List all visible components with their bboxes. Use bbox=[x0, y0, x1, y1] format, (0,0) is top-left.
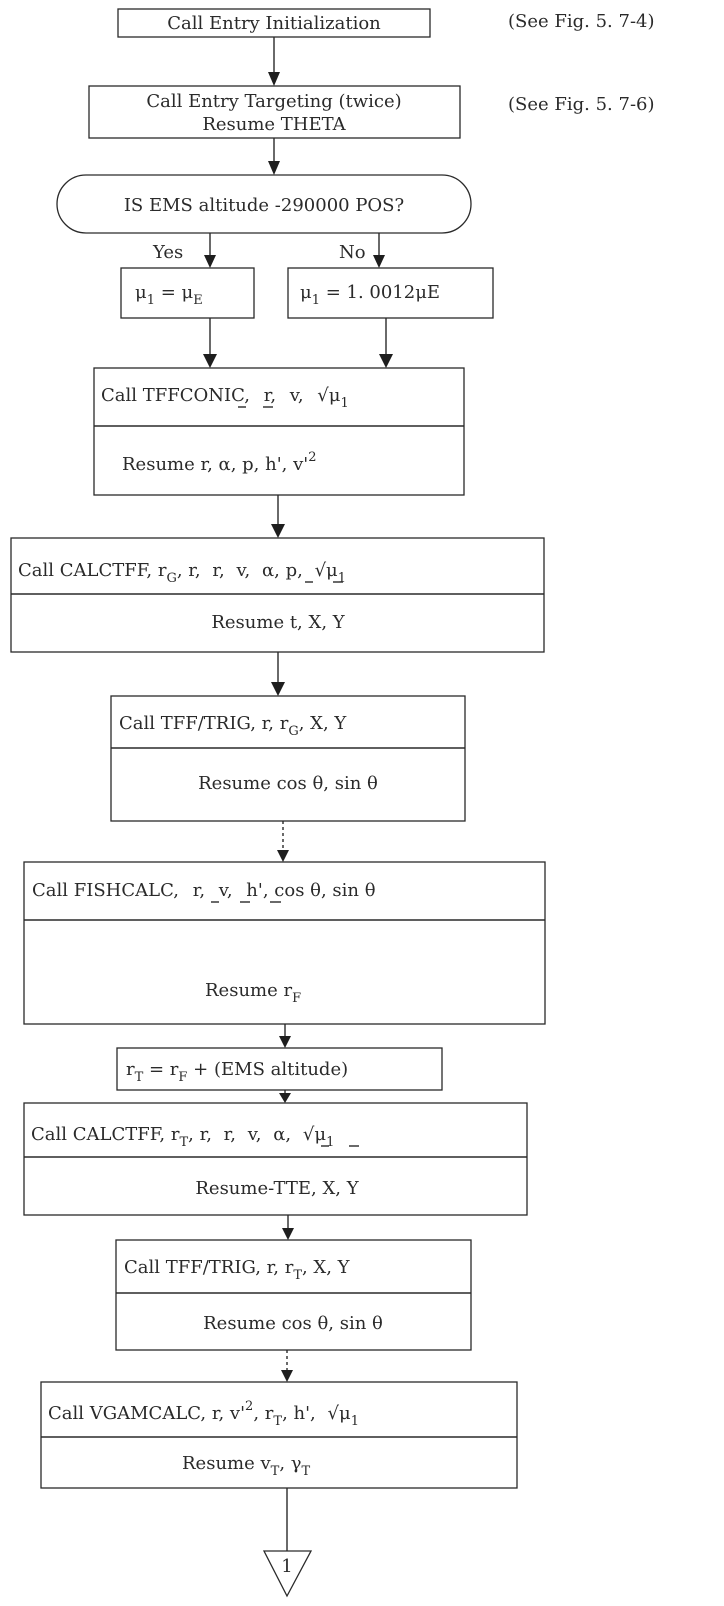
arrow-mu-yes bbox=[203, 318, 217, 368]
fishcalc-resume: Resume rF bbox=[205, 980, 301, 1006]
block-tffconic: Call TFFCONIC, r, v, √μ1 Resume r, α, p,… bbox=[93, 367, 465, 496]
calctff2-call: Call CALCTFF, rT, r, r, v, α, √μ1 bbox=[31, 1124, 334, 1150]
tffconic-call: Call TFFCONIC, r, v, √μ1 bbox=[101, 385, 349, 411]
block-tff-trig-2: Call TFF/TRIG, r, rT, X, Y Resume cos θ,… bbox=[115, 1239, 472, 1351]
block-calctff-1: Call CALCTFF, rG, r, r, v, α, p, √μ1 Res… bbox=[10, 537, 545, 653]
arrow-3 bbox=[271, 495, 285, 538]
arrow-9 bbox=[281, 1350, 293, 1382]
arrow-6 bbox=[279, 1024, 291, 1048]
vgamcalc-resume: Resume vT, γT bbox=[182, 1453, 311, 1479]
note-fig-5-7-4: (See Fig. 5. 7-4) bbox=[508, 11, 655, 32]
arrow-7 bbox=[279, 1090, 291, 1103]
arrow-mu-no bbox=[379, 318, 393, 368]
calctff1-resume: Resume t, X, Y bbox=[211, 612, 345, 633]
calctff2-resume: Resume-TTE, X, Y bbox=[195, 1178, 359, 1199]
block-tff-trig-1: Call TFF/TRIG, r, rG, X, Y Resume cos θ,… bbox=[110, 695, 466, 822]
rt-equation: rT = rF + (EMS altitude) bbox=[126, 1059, 348, 1085]
no-label: No bbox=[339, 242, 366, 263]
arrow-2 bbox=[268, 138, 280, 175]
entry-targeting-label: Call Entry Targeting (twice) bbox=[146, 91, 401, 112]
arrow-1 bbox=[268, 37, 280, 86]
block-vgamcalc: Call VGAMCALC, r, v'2, rT, h', √μ1 Resum… bbox=[40, 1381, 518, 1489]
yes-label: Yes bbox=[152, 242, 183, 263]
mu-yes-expr: μ1 = μE bbox=[135, 282, 203, 308]
block-rt-equation: rT = rF + (EMS altitude) bbox=[116, 1047, 443, 1091]
tffconic-resume: Resume r, α, p, h', v'2 bbox=[122, 450, 317, 475]
trig1-call: Call TFF/TRIG, r, rG, X, Y bbox=[119, 713, 347, 739]
connector-label: 1 bbox=[281, 1556, 292, 1577]
fishcalc-call: Call FISHCALC, r, v, h', cos θ, sin θ bbox=[32, 880, 376, 901]
branch-yes: Yes bbox=[152, 233, 216, 268]
trig1-resume: Resume cos θ, sin θ bbox=[198, 773, 378, 794]
arrow-4 bbox=[271, 652, 285, 696]
block-calctff-2: Call CALCTFF, rT, r, r, v, α, √μ1 Resume… bbox=[23, 1102, 528, 1216]
block-entry-targeting: Call Entry Targeting (twice) Resume THET… bbox=[88, 85, 461, 139]
block-fishcalc: Call FISHCALC, r, v, h', cos θ, sin θ Re… bbox=[23, 861, 546, 1025]
trig2-resume: Resume cos θ, sin θ bbox=[203, 1313, 383, 1334]
entry-init-label: Call Entry Initialization bbox=[167, 13, 381, 34]
mu-no-expr: μ1 = 1. 0012μE bbox=[300, 282, 440, 308]
offpage-connector-1: 1 bbox=[262, 1550, 313, 1598]
decision-ems-altitude: IS EMS altitude -290000 POS? bbox=[56, 174, 472, 234]
note-fig-5-7-6: (See Fig. 5. 7-6) bbox=[508, 94, 655, 115]
entry-targeting-resume: Resume THETA bbox=[202, 114, 346, 135]
trig2-call: Call TFF/TRIG, r, rT, X, Y bbox=[124, 1257, 351, 1283]
block-mu-yes: μ1 = μE bbox=[120, 267, 255, 319]
block-entry-initialization: Call Entry Initialization bbox=[117, 8, 431, 38]
arrow-8 bbox=[282, 1215, 294, 1240]
branch-no: No bbox=[339, 233, 385, 268]
vgamcalc-call: Call VGAMCALC, r, v'2, rT, h', √μ1 bbox=[48, 1399, 359, 1429]
block-mu-no: μ1 = 1. 0012μE bbox=[287, 267, 494, 319]
calctff1-call: Call CALCTFF, rG, r, r, v, α, p, √μ1 bbox=[18, 560, 346, 586]
arrow-5 bbox=[277, 821, 289, 862]
decision-label: IS EMS altitude -290000 POS? bbox=[124, 195, 404, 216]
